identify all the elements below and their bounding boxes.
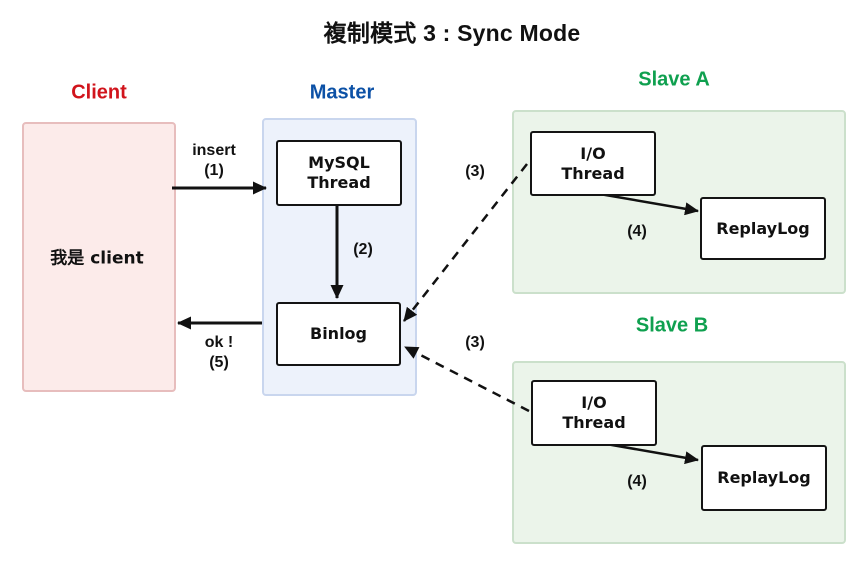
client-container [22,122,176,392]
edge-label-4-slave-b: (4) [627,473,647,490]
edge-label-3-slave-a: (3) [465,163,485,180]
binlog-node: Binlog [276,302,401,366]
client-node-text: 我是 client [50,248,144,269]
edge-label-insert-1: insert (1) [192,142,236,179]
slave-b-label: Slave B [635,314,709,337]
edge-label-4-slave-a: (4) [627,223,647,240]
slave-a-label: Slave A [638,68,710,91]
edge-step3a-dashed-arrow [403,163,528,322]
page-title: 複制模式 3 : Sync Mode [323,20,581,46]
slave-a-io-thread-node: I/O Thread [530,131,656,196]
client-label: Client [71,81,127,104]
slave-a-replaylog-node: ReplayLog [700,197,826,260]
master-label: Master [309,81,375,104]
edge-label-ok-5: ok ! (5) [204,334,234,371]
slave-b-replaylog-node: ReplayLog [701,445,827,511]
mysql-thread-node: MySQL Thread [276,140,402,206]
edge-step3b-dashed-arrow [404,345,530,413]
edge-label-3-slave-b: (3) [465,334,485,351]
slave-b-io-thread-node: I/O Thread [531,380,657,446]
edge-label-2: (2) [353,241,373,258]
